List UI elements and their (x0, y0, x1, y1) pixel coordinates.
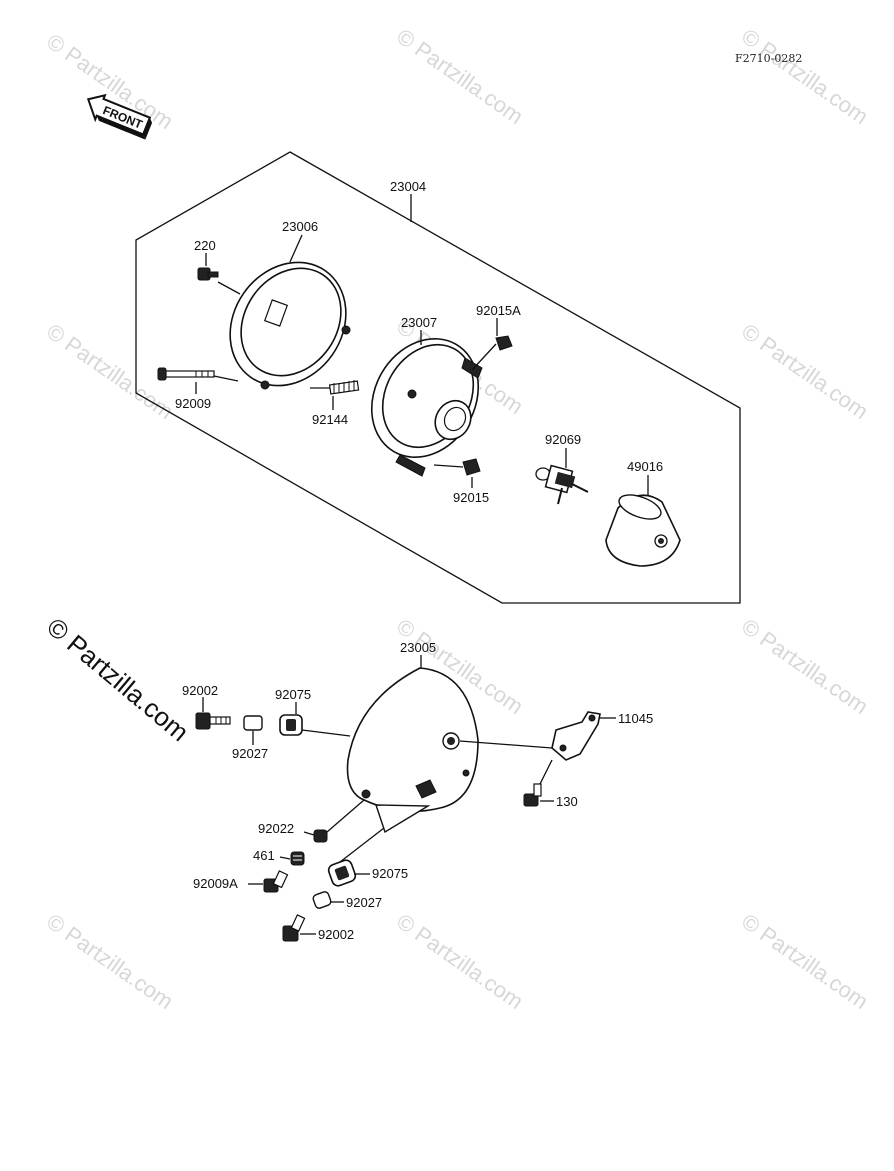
part-label-92009A: 92009A (193, 876, 238, 891)
part-label-92015: 92015 (453, 490, 489, 505)
part-label-92069: 92069 (545, 432, 581, 447)
bolt-92009A (263, 870, 289, 893)
part-label-220: 220 (194, 238, 216, 253)
watermark: © Partzilla.com (392, 909, 528, 1015)
reflector-23007 (370, 337, 483, 477)
watermark: © Partzilla.com (392, 24, 528, 130)
bulb-92069 (535, 464, 589, 505)
bolt-130 (523, 783, 542, 807)
part-label-92022: 92022 (258, 821, 294, 836)
part-label-130: 130 (556, 794, 578, 809)
bolt-92002-top (195, 712, 231, 730)
part-label-92027-bottom: 92027 (346, 895, 382, 910)
part-label-461: 461 (253, 848, 275, 863)
part-label-11045: 11045 (618, 711, 653, 726)
screw-220 (197, 267, 219, 281)
nut-92022 (313, 829, 328, 843)
watermark-layer: © Partzilla.com © Partzilla.com © Partzi… (42, 24, 873, 1015)
screw-92009 (157, 367, 215, 381)
part-label-49016: 49016 (627, 459, 663, 474)
diagram-code: F2710-0282 (735, 52, 802, 65)
watermark: © Partzilla.com (737, 909, 873, 1015)
collar-92027-top (243, 715, 263, 731)
grommet-92075-bottom (327, 859, 357, 887)
dust-cover-49016 (605, 494, 681, 567)
nut-92015 (462, 458, 481, 476)
watermark: © Partzilla.com (42, 909, 178, 1015)
bracket-11045 (551, 711, 601, 761)
watermark: © Partzilla.com (737, 614, 873, 720)
housing-23005 (346, 667, 479, 834)
bolt-92002-bottom (282, 914, 306, 942)
spring-92144 (328, 380, 360, 395)
part-label-23005: 23005 (400, 640, 436, 655)
watermark: © Partzilla.com (737, 24, 873, 130)
part-label-23006: 23006 (282, 219, 318, 234)
collar-92027-bottom (312, 891, 332, 909)
nut-92015A (495, 335, 513, 351)
rim-23006 (229, 261, 351, 390)
part-label-92002-top: 92002 (182, 683, 218, 698)
part-label-92075-top: 92075 (275, 687, 311, 702)
part-label-92015A: 92015A (476, 303, 521, 318)
nut-461 (290, 851, 305, 866)
part-label-92009: 92009 (175, 396, 211, 411)
part-label-92144: 92144 (312, 412, 348, 427)
part-label-92075-bottom: 92075 (372, 866, 408, 881)
watermark: © Partzilla.com (737, 319, 873, 425)
part-label-23007: 23007 (401, 315, 437, 330)
part-label-92027-top: 92027 (232, 746, 268, 761)
grommet-92075-top (279, 714, 303, 736)
watermark-main: © Partzilla.com (41, 612, 194, 748)
part-label-23004: 23004 (390, 179, 426, 194)
assembly-outline (135, 151, 741, 604)
part-label-92002-bottom: 92002 (318, 927, 354, 942)
